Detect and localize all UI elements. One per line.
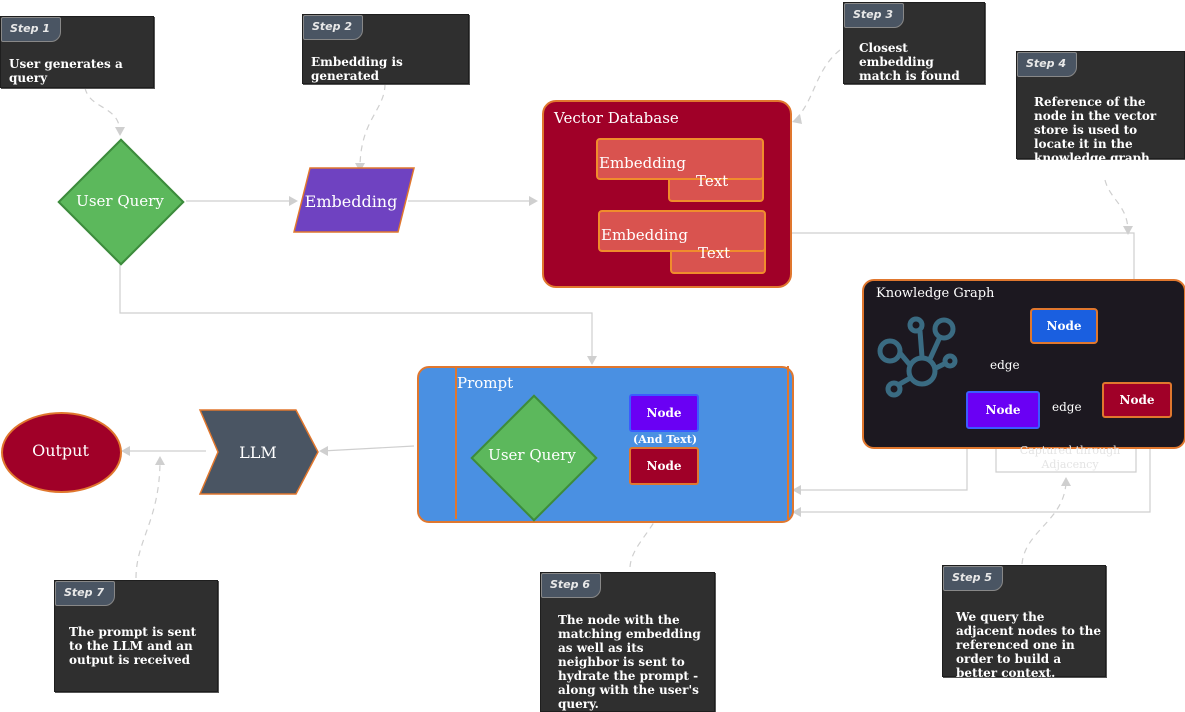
prompt-inner-frame <box>455 366 789 519</box>
prompt-title: Prompt <box>457 374 514 392</box>
kg-node-left-label: Node <box>985 403 1021 417</box>
kg-node-top-label: Node <box>1046 319 1082 333</box>
edge-label-2: edge <box>1052 400 1082 414</box>
llm-label: LLM <box>239 443 277 462</box>
graph-network-icon <box>877 316 958 398</box>
step-text: The node with the matching embedding as … <box>558 613 701 711</box>
kg-node-right-label: Node <box>1119 393 1155 407</box>
prompt-node-2-label: Node <box>646 459 682 473</box>
step-text: We query the adjacent nodes to the refer… <box>956 610 1101 680</box>
output-label: Output <box>32 441 89 460</box>
vector-database: Vector Database Embedding Text Embedding… <box>542 100 792 288</box>
kg-node-left: Node <box>966 391 1040 429</box>
edge-label-1: edge <box>990 358 1020 372</box>
user-query-label: User Query <box>76 192 164 210</box>
step-tag: Step 2 <box>303 15 363 40</box>
vector-row-2-embedding: Embedding <box>601 226 688 244</box>
vector-row-1-text: Text <box>696 172 729 190</box>
step2-note: Step 2 Embedding is generated <box>302 14 469 84</box>
vector-row-1-embedding: Embedding <box>599 154 686 172</box>
step-tag: Step 7 <box>55 581 115 606</box>
step4-note: Step 4 Reference of the node in the vect… <box>1016 51 1185 165</box>
and-text-label: (And Text) <box>633 433 698 446</box>
step-tag: Step 4 <box>1017 52 1077 77</box>
prompt-node-2: Node <box>629 447 699 485</box>
step6-note: Step 6 The node with the matching embedd… <box>540 572 715 712</box>
embedding-shape <box>293 167 415 233</box>
prompt-node-1-label: Node <box>646 406 682 420</box>
vector-row-2-text: Text <box>698 244 731 262</box>
embedding-label: Embedding <box>304 192 398 211</box>
step3-note: Step 3 Closest embedding match is found <box>843 2 985 84</box>
vector-row-1-embedding-box <box>596 138 764 180</box>
knowledge-graph: Knowledge Graph Node Node Node edge edge <box>862 279 1185 449</box>
kg-node-right: Node <box>1102 382 1172 418</box>
kg-node-top: Node <box>1030 308 1098 344</box>
step-text: Embedding is generated <box>311 55 403 83</box>
step-text: Reference of the node in the vector stor… <box>1034 95 1157 165</box>
output-ellipse <box>1 412 122 493</box>
step-tag: Step 6 <box>541 573 601 598</box>
prompt-user-query-label: User Query <box>488 446 576 464</box>
prompt-box: Prompt Node (And Text) Node <box>417 366 794 523</box>
knowledge-graph-title: Knowledge Graph <box>876 286 995 301</box>
step5-note: Step 5 We query the adjacent nodes to th… <box>942 565 1106 680</box>
vector-row-2-embedding-box <box>598 210 766 252</box>
step-text: Closest embedding match is found <box>859 41 960 83</box>
step1-note: Step 1 User generates a query <box>0 16 154 88</box>
vector-db-title: Vector Database <box>554 109 679 127</box>
step-tag: Step 5 <box>943 566 1003 591</box>
step-tag: Step 1 <box>1 17 61 42</box>
step7-note: Step 7 The prompt is sent to the LLM and… <box>54 580 218 692</box>
prompt-node-1: Node <box>629 394 699 432</box>
step-tag: Step 3 <box>844 3 904 28</box>
step-text: The prompt is sent to the LLM and an out… <box>69 625 197 667</box>
step-text: User generates a query <box>9 57 123 85</box>
captured-adjacency-label: Captured through Adjacency <box>1019 444 1121 471</box>
llm-shape <box>198 409 319 495</box>
